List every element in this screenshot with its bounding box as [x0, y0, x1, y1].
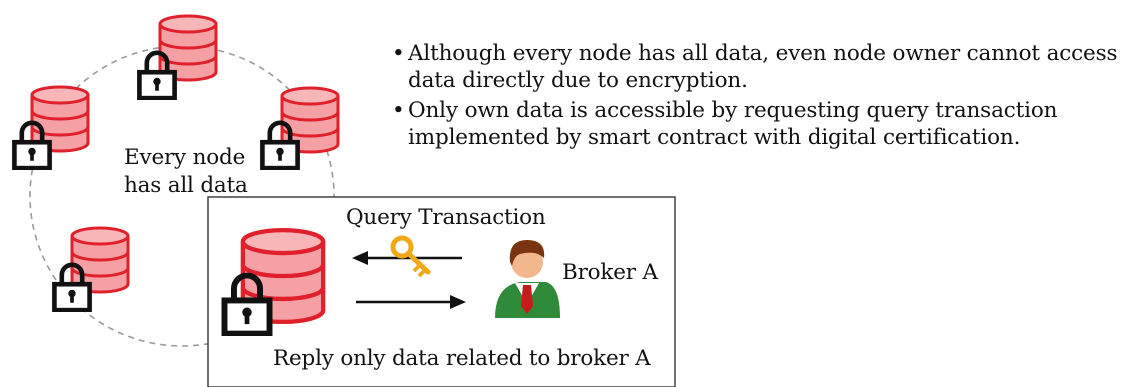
key-icon	[390, 235, 431, 278]
ring-label-line2: has all data	[124, 173, 248, 198]
bullet-text: Only own data is accessible by requestin…	[408, 98, 1058, 150]
ring-node-right	[262, 86, 340, 168]
reply-arrow	[356, 295, 466, 309]
reply-label: Reply only data related to broker A	[273, 346, 651, 371]
ring-node-top	[139, 14, 218, 98]
bullet-dot: •	[392, 41, 405, 66]
ring-node-left	[14, 85, 90, 168]
bullet-list: • Although every node has all data, even…	[392, 40, 1128, 154]
ring-label-line1: Every node	[124, 145, 246, 170]
broker-person-icon	[495, 240, 560, 318]
bullet-dot: •	[392, 98, 405, 123]
bullet-text: Although every node has all data, even n…	[408, 41, 1118, 93]
query-transaction-label: Query Transaction	[346, 205, 546, 230]
ring-node-bottom-left	[54, 226, 130, 310]
node-ring	[29, 45, 335, 347]
bullet-item: • Although every node has all data, even…	[392, 40, 1128, 94]
broker-label: Broker A	[562, 260, 658, 285]
bullet-item: • Only own data is accessible by request…	[392, 97, 1128, 151]
